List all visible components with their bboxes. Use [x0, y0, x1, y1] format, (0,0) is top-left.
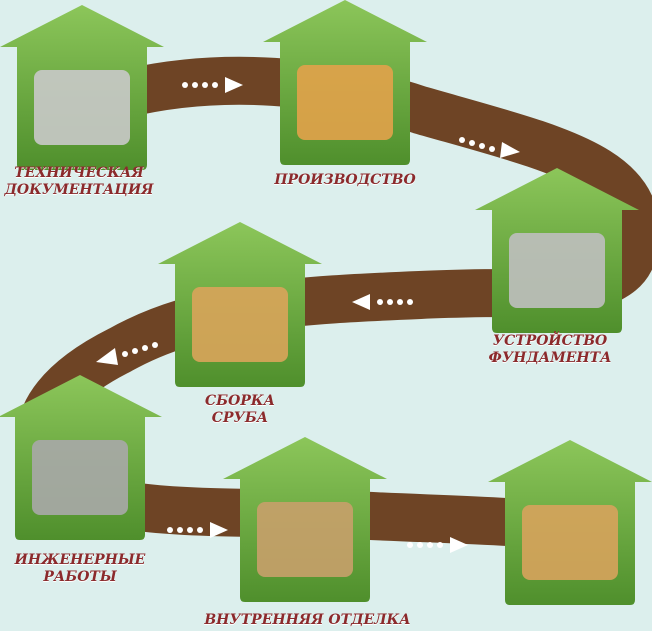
arrow-left-icon	[96, 342, 158, 365]
finished-house-icon	[522, 505, 618, 580]
label-line: СБОРКА	[205, 393, 275, 409]
label-line: СРУБА	[211, 410, 269, 426]
label-line: ДОКУМЕНТАЦИЯ	[4, 182, 154, 198]
log-frame-icon	[192, 287, 288, 362]
label-line: ПРОИЗВОДСТВО	[274, 172, 416, 188]
step-label-interior: ВНУТРЕННЯЯ ОТДЕЛКА	[195, 612, 420, 629]
log-saw-icon	[297, 65, 393, 140]
arrow-right-icon	[459, 137, 520, 158]
label-line: ТЕХНИЧЕСКАЯ	[14, 165, 144, 181]
label-line: ИНЖЕНЕРНЫЕ	[14, 552, 146, 568]
arrow-right-icon	[407, 537, 468, 553]
step-label-production: ПРОИЗВОДСТВО	[270, 172, 420, 189]
label-line: ВНУТРЕННЯЯ ОТДЕЛКА	[204, 612, 411, 628]
fireplace-interior-icon	[257, 502, 353, 577]
label-line: ФУНДАМЕНТА	[488, 350, 612, 366]
direction-arrows	[96, 77, 520, 553]
drafting-tools-icon	[34, 70, 130, 145]
arrow-left-icon	[352, 294, 413, 310]
arrow-right-icon	[167, 522, 228, 538]
label-line: УСТРОЙСТВО	[492, 333, 608, 349]
foundation-blocks-icon	[509, 233, 605, 308]
label-line: РАБОТЫ	[43, 569, 117, 585]
arrow-right-icon	[182, 77, 243, 93]
pipe-valve-icon	[32, 440, 128, 515]
